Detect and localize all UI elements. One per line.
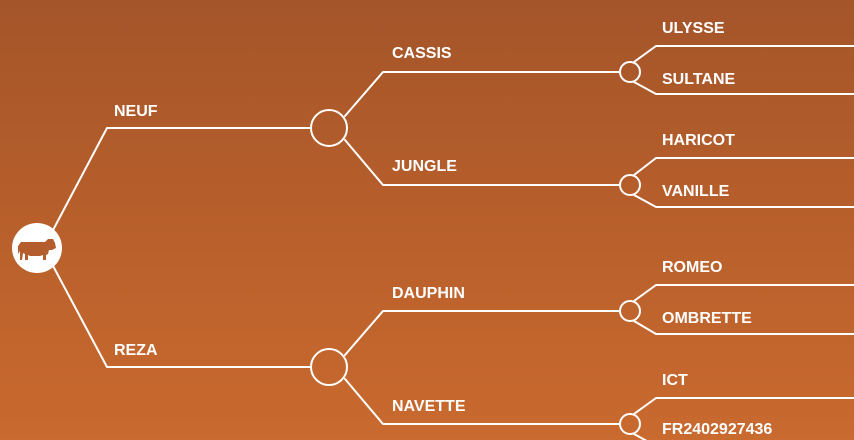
connector-cassis-ulysse bbox=[633, 45, 854, 63]
ancestor-fr2402927436: FR2402927436 bbox=[662, 421, 773, 438]
connector-reza-dauphin bbox=[344, 310, 621, 356]
paternal-grandsire-name: CASSIS bbox=[392, 45, 452, 62]
paternal-granddam-name: JUNGLE bbox=[392, 158, 457, 175]
connector-reza-navette bbox=[344, 378, 621, 425]
connector-navette-ict bbox=[633, 397, 854, 415]
node-dauphin-junction bbox=[619, 300, 641, 322]
ancestor-ombrette: OMBRETTE bbox=[662, 310, 752, 327]
maternal-grandsire-name: DAUPHIN bbox=[392, 285, 465, 302]
connector-neuf-jungle bbox=[344, 139, 621, 186]
connector-root-dam bbox=[51, 263, 311, 368]
root-animal-badge bbox=[12, 223, 62, 273]
node-navette-junction bbox=[619, 413, 641, 435]
ancestor-haricot: HARICOT bbox=[662, 132, 735, 149]
ancestor-ulysse: ULYSSE bbox=[662, 20, 725, 37]
ancestor-sultane: SULTANE bbox=[662, 71, 736, 88]
connector-jungle-vanille bbox=[633, 194, 854, 208]
cow-icon bbox=[18, 239, 56, 260]
maternal-granddam-name: NAVETTE bbox=[392, 398, 466, 415]
connector-neuf-cassis bbox=[344, 71, 621, 117]
connector-jungle-haricot bbox=[633, 157, 854, 176]
ancestor-vanille: VANILLE bbox=[662, 183, 730, 200]
sire-name: NEUF bbox=[114, 103, 158, 120]
connector-dauphin-romeo bbox=[633, 284, 854, 302]
connector-dauphin-ombrette bbox=[633, 320, 854, 335]
connector-navette-fr bbox=[633, 433, 648, 440]
node-reza-junction bbox=[310, 348, 348, 386]
connector-root-sire bbox=[51, 127, 311, 233]
ancestor-ict: ICT bbox=[662, 372, 688, 389]
ancestor-romeo: ROMEO bbox=[662, 259, 723, 276]
dam-name: REZA bbox=[114, 342, 158, 359]
node-cassis-junction bbox=[619, 61, 641, 83]
node-neuf-junction bbox=[310, 109, 348, 147]
node-jungle-junction bbox=[619, 174, 641, 196]
connector-cassis-sultane bbox=[633, 81, 854, 95]
